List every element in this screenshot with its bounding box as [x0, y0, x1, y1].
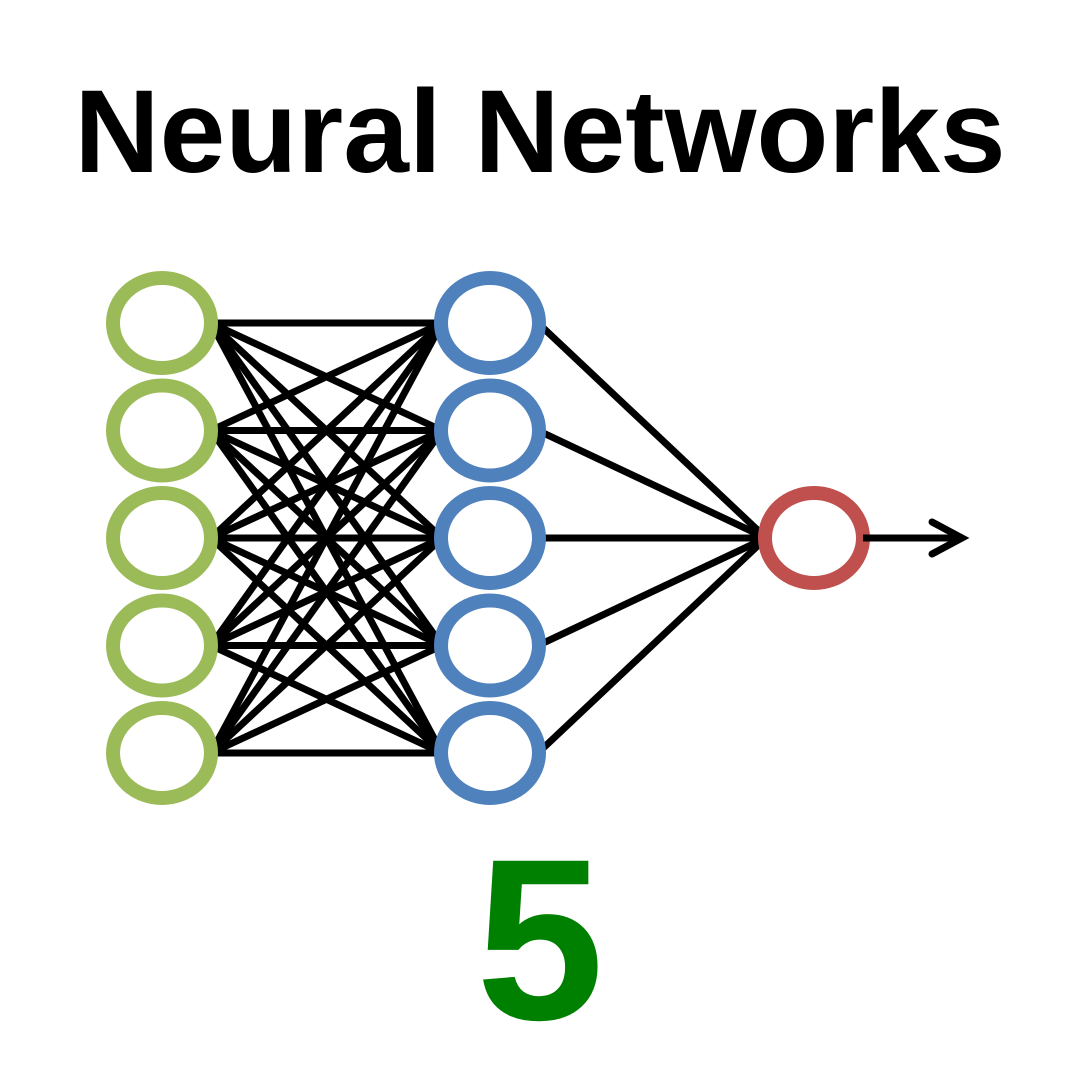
- hidden-node-4: [434, 593, 546, 698]
- input-node-1: [106, 271, 218, 375]
- output-arrow-group: [863, 518, 970, 558]
- input-node-2: [106, 378, 218, 483]
- edges-group: [207, 319, 769, 757]
- output-arrow-head-icon: [928, 518, 970, 558]
- edge-input-5-hidden-4: [209, 642, 444, 757]
- hidden-node-1: [434, 271, 546, 375]
- nodes-group: [106, 271, 870, 805]
- edge-hidden-5-output-1: [535, 535, 769, 756]
- hidden-node-2: [434, 378, 546, 483]
- edge-hidden-2-output-1: [536, 427, 768, 542]
- output-node-1: [758, 486, 870, 590]
- edge-input-5-hidden-3: [208, 535, 445, 756]
- number-badge: 5: [476, 811, 604, 1068]
- edge-input-3-hidden-1: [208, 320, 445, 541]
- input-node-4: [106, 593, 218, 698]
- diagram-title: Neural Networks: [74, 66, 1006, 198]
- edge-input-4-hidden-1: [208, 320, 445, 648]
- input-node-5: [106, 701, 218, 805]
- edge-input-5-hidden-1: [207, 321, 446, 755]
- hidden-node-5: [434, 701, 546, 805]
- edge-hidden-4-output-1: [536, 534, 768, 649]
- input-node-3: [106, 486, 218, 590]
- hidden-node-3: [434, 486, 546, 590]
- edge-input-5-hidden-2: [208, 428, 445, 756]
- edge-input-2-hidden-1: [209, 319, 444, 434]
- edge-hidden-1-output-1: [535, 320, 769, 541]
